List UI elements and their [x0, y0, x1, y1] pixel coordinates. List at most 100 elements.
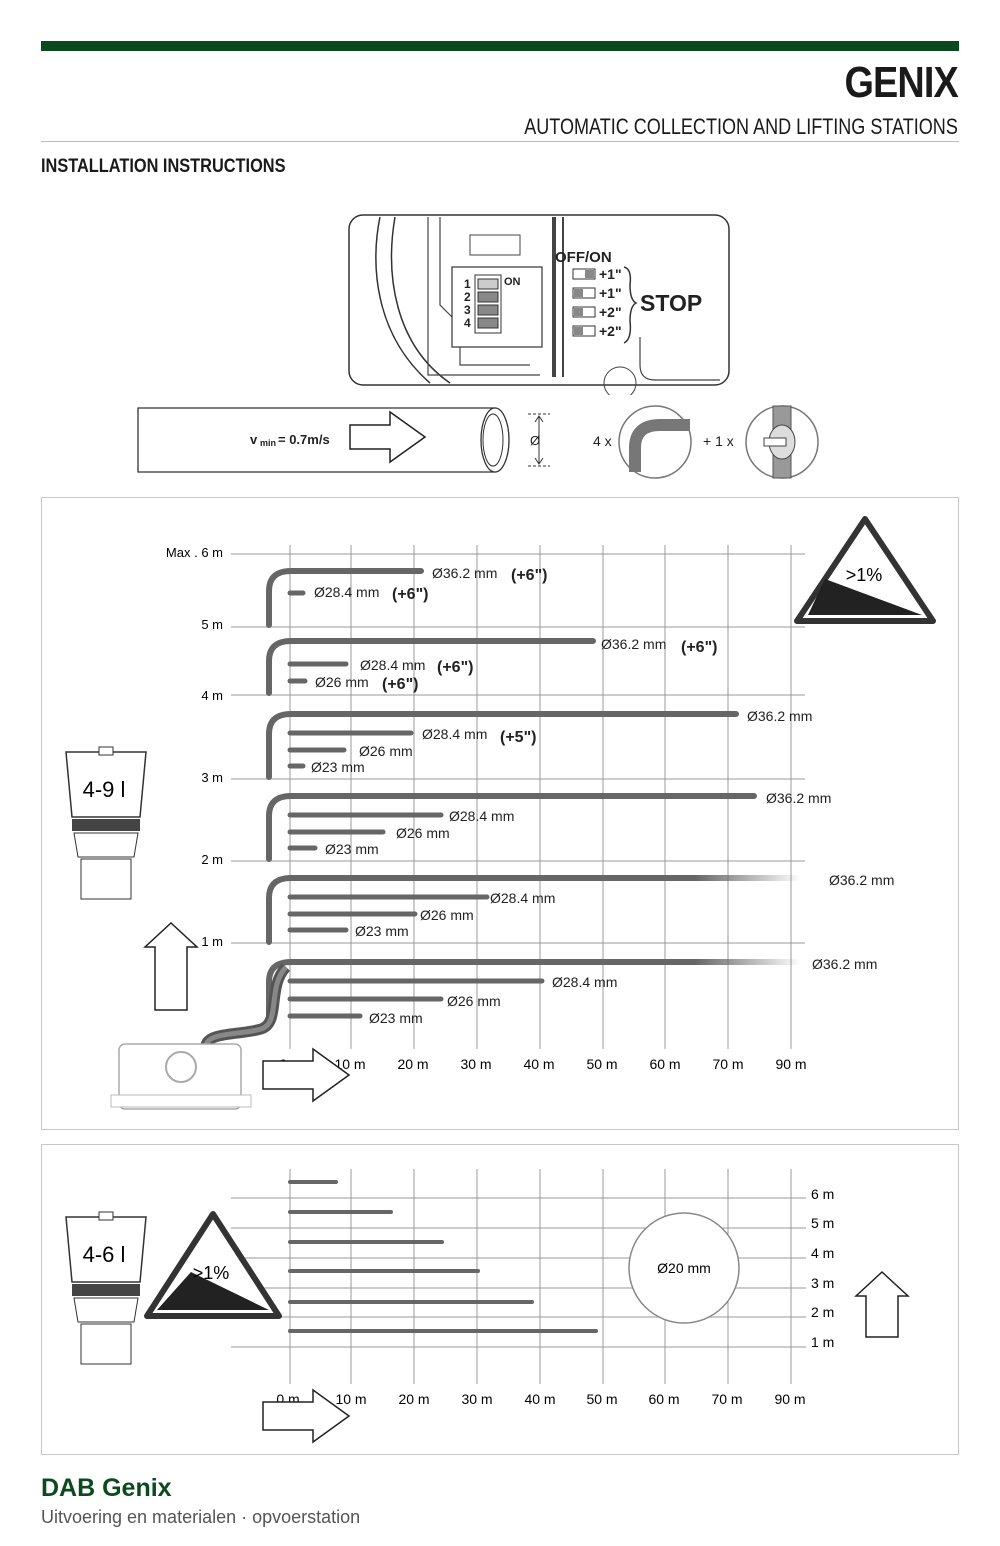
- slope-warning-icon: >1%: [144, 1211, 282, 1319]
- distance-arrow-icon: [262, 1047, 351, 1103]
- diameter-symbol: Ø: [530, 433, 540, 448]
- x-label-60: 60 m: [648, 1391, 679, 1407]
- y-label-4m: 4 m: [811, 1245, 834, 1261]
- section-title: INSTALLATION INSTRUCTIONS: [41, 156, 286, 177]
- pipe-label: Ø28.4 mm: [314, 584, 379, 600]
- slope-label: >1%: [846, 565, 883, 585]
- y-label-6m: 6 m: [811, 1186, 834, 1202]
- x-label-90: 90 m: [775, 1056, 806, 1072]
- pipe-label: Ø36.2 mm: [601, 636, 666, 652]
- product-subtitle: AUTOMATIC COLLECTION AND LIFTING STATION…: [524, 114, 958, 139]
- switch-settings: [572, 268, 596, 337]
- slope-label: >1%: [193, 1263, 230, 1283]
- tank-icon: 4-6 l: [65, 1211, 147, 1365]
- pipe-label: Ø28.4 mm: [490, 890, 555, 906]
- setting-4-label: +2": [599, 323, 622, 339]
- y-label-1m: 1 m: [201, 934, 223, 949]
- dip-switch-block: [474, 274, 502, 334]
- velocity-sub: min: [260, 438, 276, 448]
- y-label-2m: 2 m: [811, 1304, 834, 1320]
- pipe-label: Ø36.2 mm: [812, 956, 877, 972]
- pipe-label: Ø36.2 mm: [766, 790, 831, 806]
- pipe-label: Ø28.4 mm: [360, 657, 425, 673]
- pipe-extra: (+6"): [681, 639, 717, 656]
- valve-count: + 1 x: [703, 433, 734, 449]
- pipe-main: [266, 793, 757, 862]
- pipe-extra: (+6"): [382, 676, 418, 693]
- x-label-50: 50 m: [586, 1056, 617, 1072]
- y-label-3m: 3 m: [811, 1275, 834, 1291]
- distance-arrow-icon: [262, 1388, 351, 1444]
- y-label-5m: 5 m: [811, 1215, 834, 1231]
- setting-1-label: +1": [599, 266, 622, 282]
- stop-label: STOP: [640, 290, 702, 316]
- setting-2-label: +1": [599, 285, 622, 301]
- dip-on-label: ON: [504, 276, 521, 288]
- dip-switch-illustration: 1 2 3 4 ON OFF/ON +1" +1" +2" +2" STOP: [348, 214, 730, 395]
- dip-number-4: 4: [464, 316, 471, 330]
- y-label-2m: 2 m: [201, 852, 223, 867]
- x-label-60: 60 m: [649, 1056, 680, 1072]
- pipe-label: Ø26 mm: [396, 825, 450, 841]
- y-label-3m: 3 m: [201, 770, 223, 785]
- x-label-70: 70 m: [711, 1391, 742, 1407]
- pipe-label: Ø36.2 mm: [829, 872, 894, 888]
- y-label-4m: 4 m: [201, 688, 223, 703]
- brand-title: GENIX: [844, 58, 959, 107]
- pipe-label: Ø28.4 mm: [552, 974, 617, 990]
- diameter-circle: Ø20 mm: [628, 1212, 740, 1324]
- tank-volume-label: 4-9 l: [83, 777, 126, 802]
- circle-diameter-label: Ø20 mm: [657, 1260, 711, 1276]
- pipe-requirements: v min = 0.7m/s Ø 4 x + 1 x: [137, 405, 819, 479]
- y-label-1m: 1 m: [811, 1334, 834, 1350]
- x-label-70: 70 m: [712, 1056, 743, 1072]
- pipe-main: [266, 568, 424, 628]
- x-label-10: 10 m: [335, 1391, 366, 1407]
- pipe-label: Ø28.4 mm: [422, 726, 487, 742]
- pipe-extra: (+6"): [437, 659, 473, 676]
- x-label-40: 40 m: [523, 1056, 554, 1072]
- pipe-label: Ø36.2 mm: [432, 565, 497, 581]
- pipe-label: Ø36.2 mm: [747, 708, 812, 724]
- pipe-label: Ø26 mm: [447, 993, 501, 1009]
- pipe-extra: (+6"): [392, 586, 428, 603]
- x-label-50: 50 m: [586, 1391, 617, 1407]
- header-bar: [41, 41, 959, 51]
- velocity-value: = 0.7m/s: [278, 432, 330, 447]
- y-label-5m: 5 m: [201, 617, 223, 632]
- pipe-main: [266, 959, 804, 1020]
- discharge-chart-4-6l: 6 m 5 m 4 m 3 m 2 m 1 m 0 m 10 m 20 m 30…: [65, 1169, 910, 1444]
- offon-label: OFF/ON: [555, 249, 612, 266]
- pump-unit-icon: [110, 963, 291, 1110]
- x-label-40: 40 m: [524, 1391, 555, 1407]
- lift-arrow-icon: [143, 921, 199, 1011]
- discharge-chart-4-9l: Max . 6 m 5 m 4 m 3 m 2 m 1 m 0 m 10 m 2…: [65, 516, 936, 1110]
- flow-arrow-icon: [349, 410, 427, 464]
- pipe-main: [266, 875, 804, 945]
- pipe-label: Ø23 mm: [355, 923, 409, 939]
- dip-number-1: 1: [464, 277, 471, 291]
- footer-title: DAB Genix: [41, 1474, 172, 1502]
- x-label-90: 90 m: [774, 1391, 805, 1407]
- pipe-label: Ø26 mm: [315, 674, 369, 690]
- y-label-6m: Max . 6 m: [166, 545, 223, 560]
- velocity-prefix: v: [250, 432, 258, 447]
- pipe-main: [266, 638, 596, 696]
- footer-subtitle: Uitvoering en materialen · opvoerstation: [41, 1507, 361, 1527]
- lift-arrow-icon: [854, 1270, 910, 1338]
- x-label-30: 30 m: [460, 1056, 491, 1072]
- tank-volume-label: 4-6 l: [83, 1242, 126, 1267]
- pipe-label: Ø23 mm: [369, 1010, 423, 1026]
- pipe-label: Ø26 mm: [359, 743, 413, 759]
- setting-3-label: +2": [599, 304, 622, 320]
- x-label-10: 10 m: [334, 1056, 365, 1072]
- tank-icon: 4-9 l: [65, 746, 147, 900]
- x-label-30: 30 m: [461, 1391, 492, 1407]
- pipe-label: Ø26 mm: [420, 907, 474, 923]
- pipe-label: Ø23 mm: [311, 759, 365, 775]
- pipe-extra: (+5"): [500, 729, 536, 746]
- pipe-main: [266, 711, 739, 780]
- x-label-20: 20 m: [398, 1391, 429, 1407]
- brace-icon: [623, 266, 638, 344]
- header-rule: [41, 141, 959, 142]
